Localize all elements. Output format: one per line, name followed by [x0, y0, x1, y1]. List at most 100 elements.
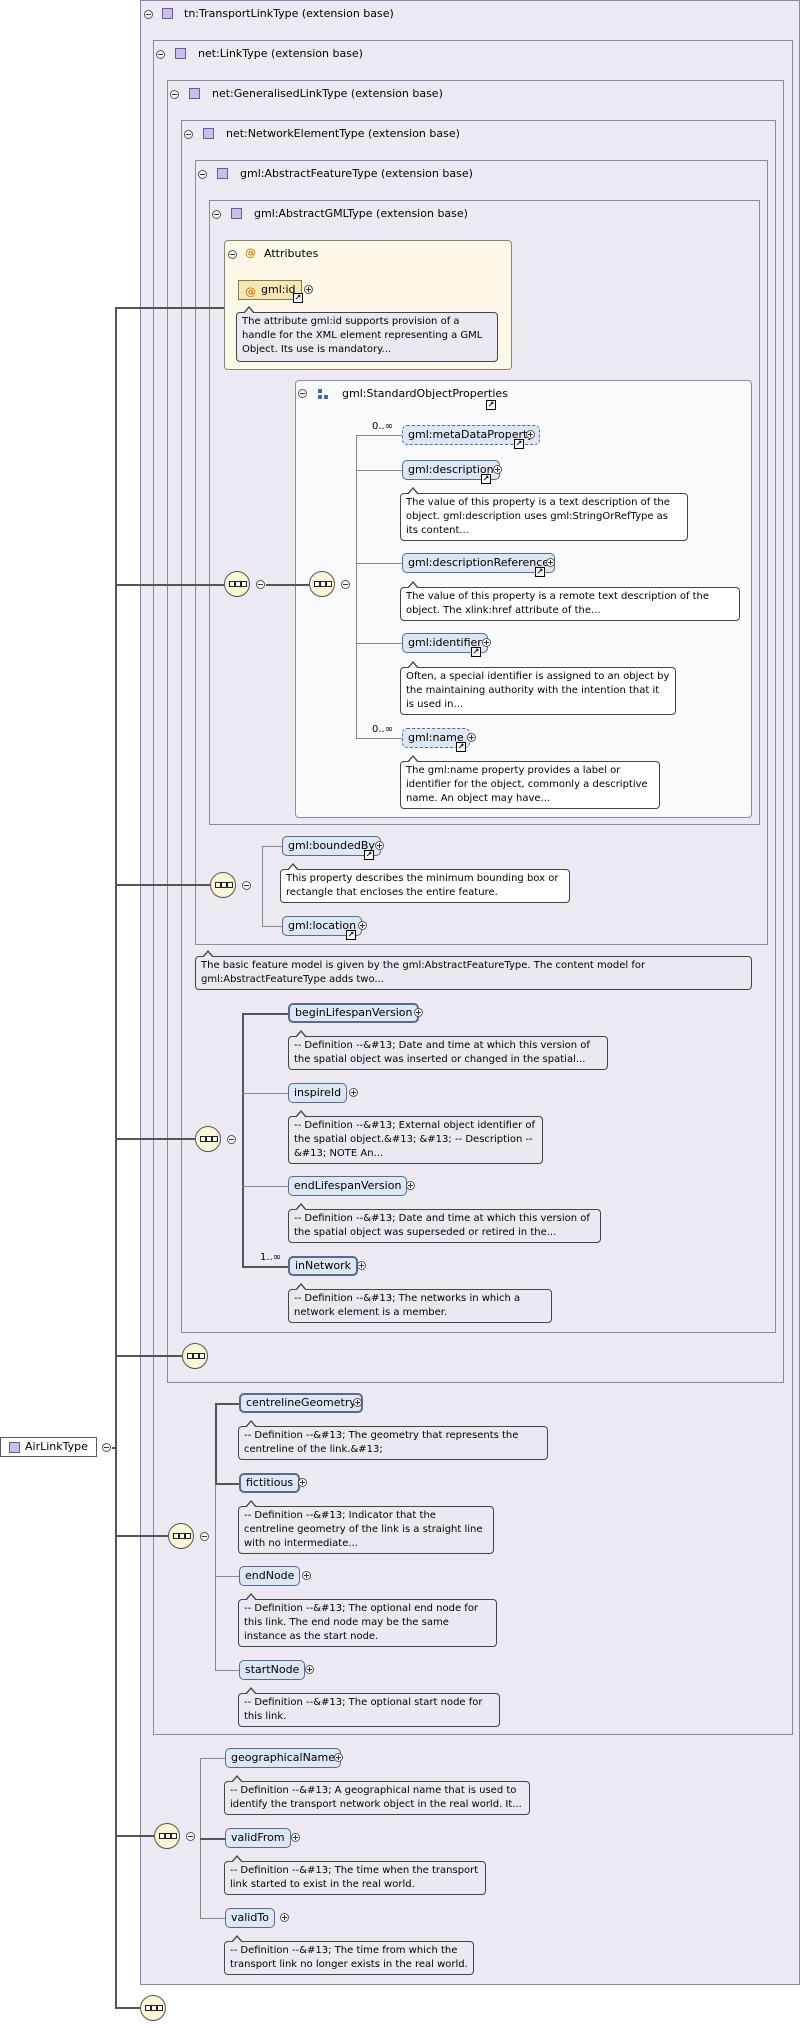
- expand-end-lifespan-toggle[interactable]: [406, 1181, 415, 1190]
- centreline-geometry-element[interactable]: centrelineGeometry: [239, 1393, 363, 1413]
- abstract-gml-sequence-icon[interactable]: [224, 571, 250, 597]
- expand-in-network-toggle[interactable]: [357, 1261, 366, 1270]
- generalised-link-sequence-icon[interactable]: [182, 1343, 208, 1369]
- collapse-standard-object-properties-toggle[interactable]: [298, 389, 307, 398]
- gml-bounded-by-doc: This property describes the minimum boun…: [280, 863, 570, 903]
- expand-description-toggle[interactable]: [493, 465, 502, 474]
- in-network-multiplicity: 1..∞: [260, 1252, 282, 1263]
- begin-lifespan-version-element[interactable]: beginLifespanVersion: [288, 1003, 420, 1023]
- collapse-abstract-feature-sequence-toggle[interactable]: [242, 881, 251, 890]
- sop-sequence-icon[interactable]: [309, 571, 335, 597]
- connector: [215, 1483, 239, 1485]
- centreline-geometry-doc: -- Definition --&#13; The geometry that …: [238, 1420, 548, 1460]
- collapse-network-element-sequence-toggle[interactable]: [227, 1135, 236, 1144]
- gml-description-reference-element[interactable]: gml:descriptionReference: [402, 553, 556, 573]
- gml-bounded-by-element[interactable]: gml:boundedBy: [282, 836, 381, 856]
- gml-description-element[interactable]: gml:description: [402, 460, 500, 480]
- air-link-type-root[interactable]: AirLinkType: [0, 1437, 97, 1457]
- collapse-network-element-toggle[interactable]: [184, 130, 193, 139]
- expand-bounded-by-toggle[interactable]: [375, 841, 384, 850]
- connector: [115, 1835, 154, 1837]
- collapse-link-sequence-toggle[interactable]: [200, 1532, 209, 1541]
- expand-location-toggle[interactable]: [358, 921, 367, 930]
- expand-valid-from-toggle[interactable]: [291, 1833, 300, 1842]
- collapse-abstract-gml-sequence-toggle[interactable]: [256, 580, 265, 589]
- connector: [242, 1093, 288, 1094]
- collapse-generalised-link-toggle[interactable]: [170, 90, 179, 99]
- valid-from-doc: -- Definition --&#13; The time when the …: [224, 1855, 486, 1895]
- reference-arrow-icon: ↗: [481, 474, 491, 484]
- expand-metadata-toggle[interactable]: [526, 430, 535, 439]
- reference-arrow-icon: ↗: [364, 850, 374, 860]
- geographical-name-element[interactable]: geographicalName: [225, 1748, 342, 1768]
- abstract-feature-doc: The basic feature model is given by the …: [195, 950, 752, 990]
- collapse-attributes-toggle[interactable]: [228, 250, 237, 259]
- sequence-bracket: [215, 1403, 217, 1483]
- collapse-transport-link-toggle[interactable]: [144, 10, 153, 19]
- collapse-abstract-feature-toggle[interactable]: [198, 170, 207, 179]
- start-node-element[interactable]: startNode: [239, 1660, 306, 1680]
- complex-type-icon: [231, 208, 242, 219]
- connector: [215, 1576, 239, 1577]
- complex-type-icon: [9, 1442, 20, 1453]
- expand-end-node-toggle[interactable]: [302, 1571, 311, 1580]
- gml-id-attribute[interactable]: @ gml:id: [238, 280, 302, 300]
- transport-link-sequence-icon[interactable]: [154, 1823, 180, 1849]
- attributes-title: Attributes: [264, 247, 319, 260]
- reference-arrow-icon: ↗: [514, 439, 524, 449]
- connector: [200, 1918, 225, 1919]
- connector: [242, 1266, 288, 1268]
- connector: [215, 1670, 239, 1671]
- valid-to-element[interactable]: validTo: [225, 1908, 275, 1928]
- attribute-icon: @: [245, 246, 256, 259]
- link-sequence-icon[interactable]: [168, 1523, 194, 1549]
- expand-begin-lifespan-toggle[interactable]: [414, 1008, 423, 1017]
- complex-type-icon: [217, 168, 228, 179]
- collapse-abstract-gml-toggle[interactable]: [212, 210, 221, 219]
- expand-centreline-toggle[interactable]: [353, 1398, 362, 1407]
- attribute-icon: @: [245, 285, 256, 298]
- fictitious-element[interactable]: fictitious: [239, 1473, 301, 1493]
- valid-to-doc: -- Definition --&#13; The time from whic…: [224, 1935, 474, 1975]
- gml-name-doc: The gml:name property provides a label o…: [400, 755, 660, 809]
- collapse-link-type-toggle[interactable]: [156, 50, 165, 59]
- in-network-doc: -- Definition --&#13; The networks in wh…: [288, 1283, 552, 1323]
- expand-start-node-toggle[interactable]: [305, 1665, 314, 1674]
- expand-identifier-toggle[interactable]: [482, 638, 491, 647]
- air-link-sequence-icon[interactable]: [140, 1995, 166, 2021]
- begin-lifespan-version-doc: -- Definition --&#13; Date and time at w…: [288, 1030, 608, 1070]
- gml-metadata-property-element[interactable]: gml:metaDataProperty: [402, 425, 540, 445]
- end-lifespan-version-element[interactable]: endLifespanVersion: [288, 1176, 408, 1196]
- connector: [200, 1838, 225, 1840]
- network-element-sequence-icon[interactable]: [195, 1126, 221, 1152]
- start-node-doc: -- Definition --&#13; The optional start…: [238, 1687, 500, 1727]
- collapse-root-toggle[interactable]: [102, 1443, 111, 1452]
- connector: [356, 643, 402, 644]
- connector: [266, 584, 309, 586]
- gml-id-label: gml:id: [261, 283, 296, 296]
- valid-from-element[interactable]: validFrom: [225, 1828, 291, 1848]
- complex-type-icon: [189, 88, 200, 99]
- gml-name-element[interactable]: gml:name: [402, 728, 470, 748]
- gml-identifier-element[interactable]: gml:identifier: [402, 633, 488, 653]
- connector: [215, 1403, 239, 1405]
- expand-geographical-name-toggle[interactable]: [334, 1753, 343, 1762]
- generalised-link-type-header: net:GeneralisedLinkType (extension base): [212, 87, 443, 100]
- connector: [115, 884, 210, 886]
- connector: [356, 435, 402, 436]
- in-network-element[interactable]: inNetwork: [288, 1256, 358, 1276]
- end-node-element[interactable]: endNode: [239, 1566, 301, 1586]
- inspire-id-element[interactable]: inspireId: [288, 1083, 348, 1103]
- connector: [262, 846, 282, 847]
- connector: [115, 584, 224, 586]
- expand-gml-id-toggle[interactable]: [304, 285, 313, 294]
- complex-type-icon: [203, 128, 214, 139]
- abstract-feature-sequence-icon[interactable]: [210, 872, 236, 898]
- collapse-transport-link-sequence-toggle[interactable]: [186, 1832, 195, 1841]
- expand-valid-to-toggle[interactable]: [280, 1913, 289, 1922]
- collapse-sop-sequence-toggle[interactable]: [341, 580, 350, 589]
- expand-description-reference-toggle[interactable]: [546, 558, 555, 567]
- expand-fictitious-toggle[interactable]: [298, 1478, 307, 1487]
- expand-name-toggle[interactable]: [467, 733, 476, 742]
- expand-inspire-id-toggle[interactable]: [349, 1088, 358, 1097]
